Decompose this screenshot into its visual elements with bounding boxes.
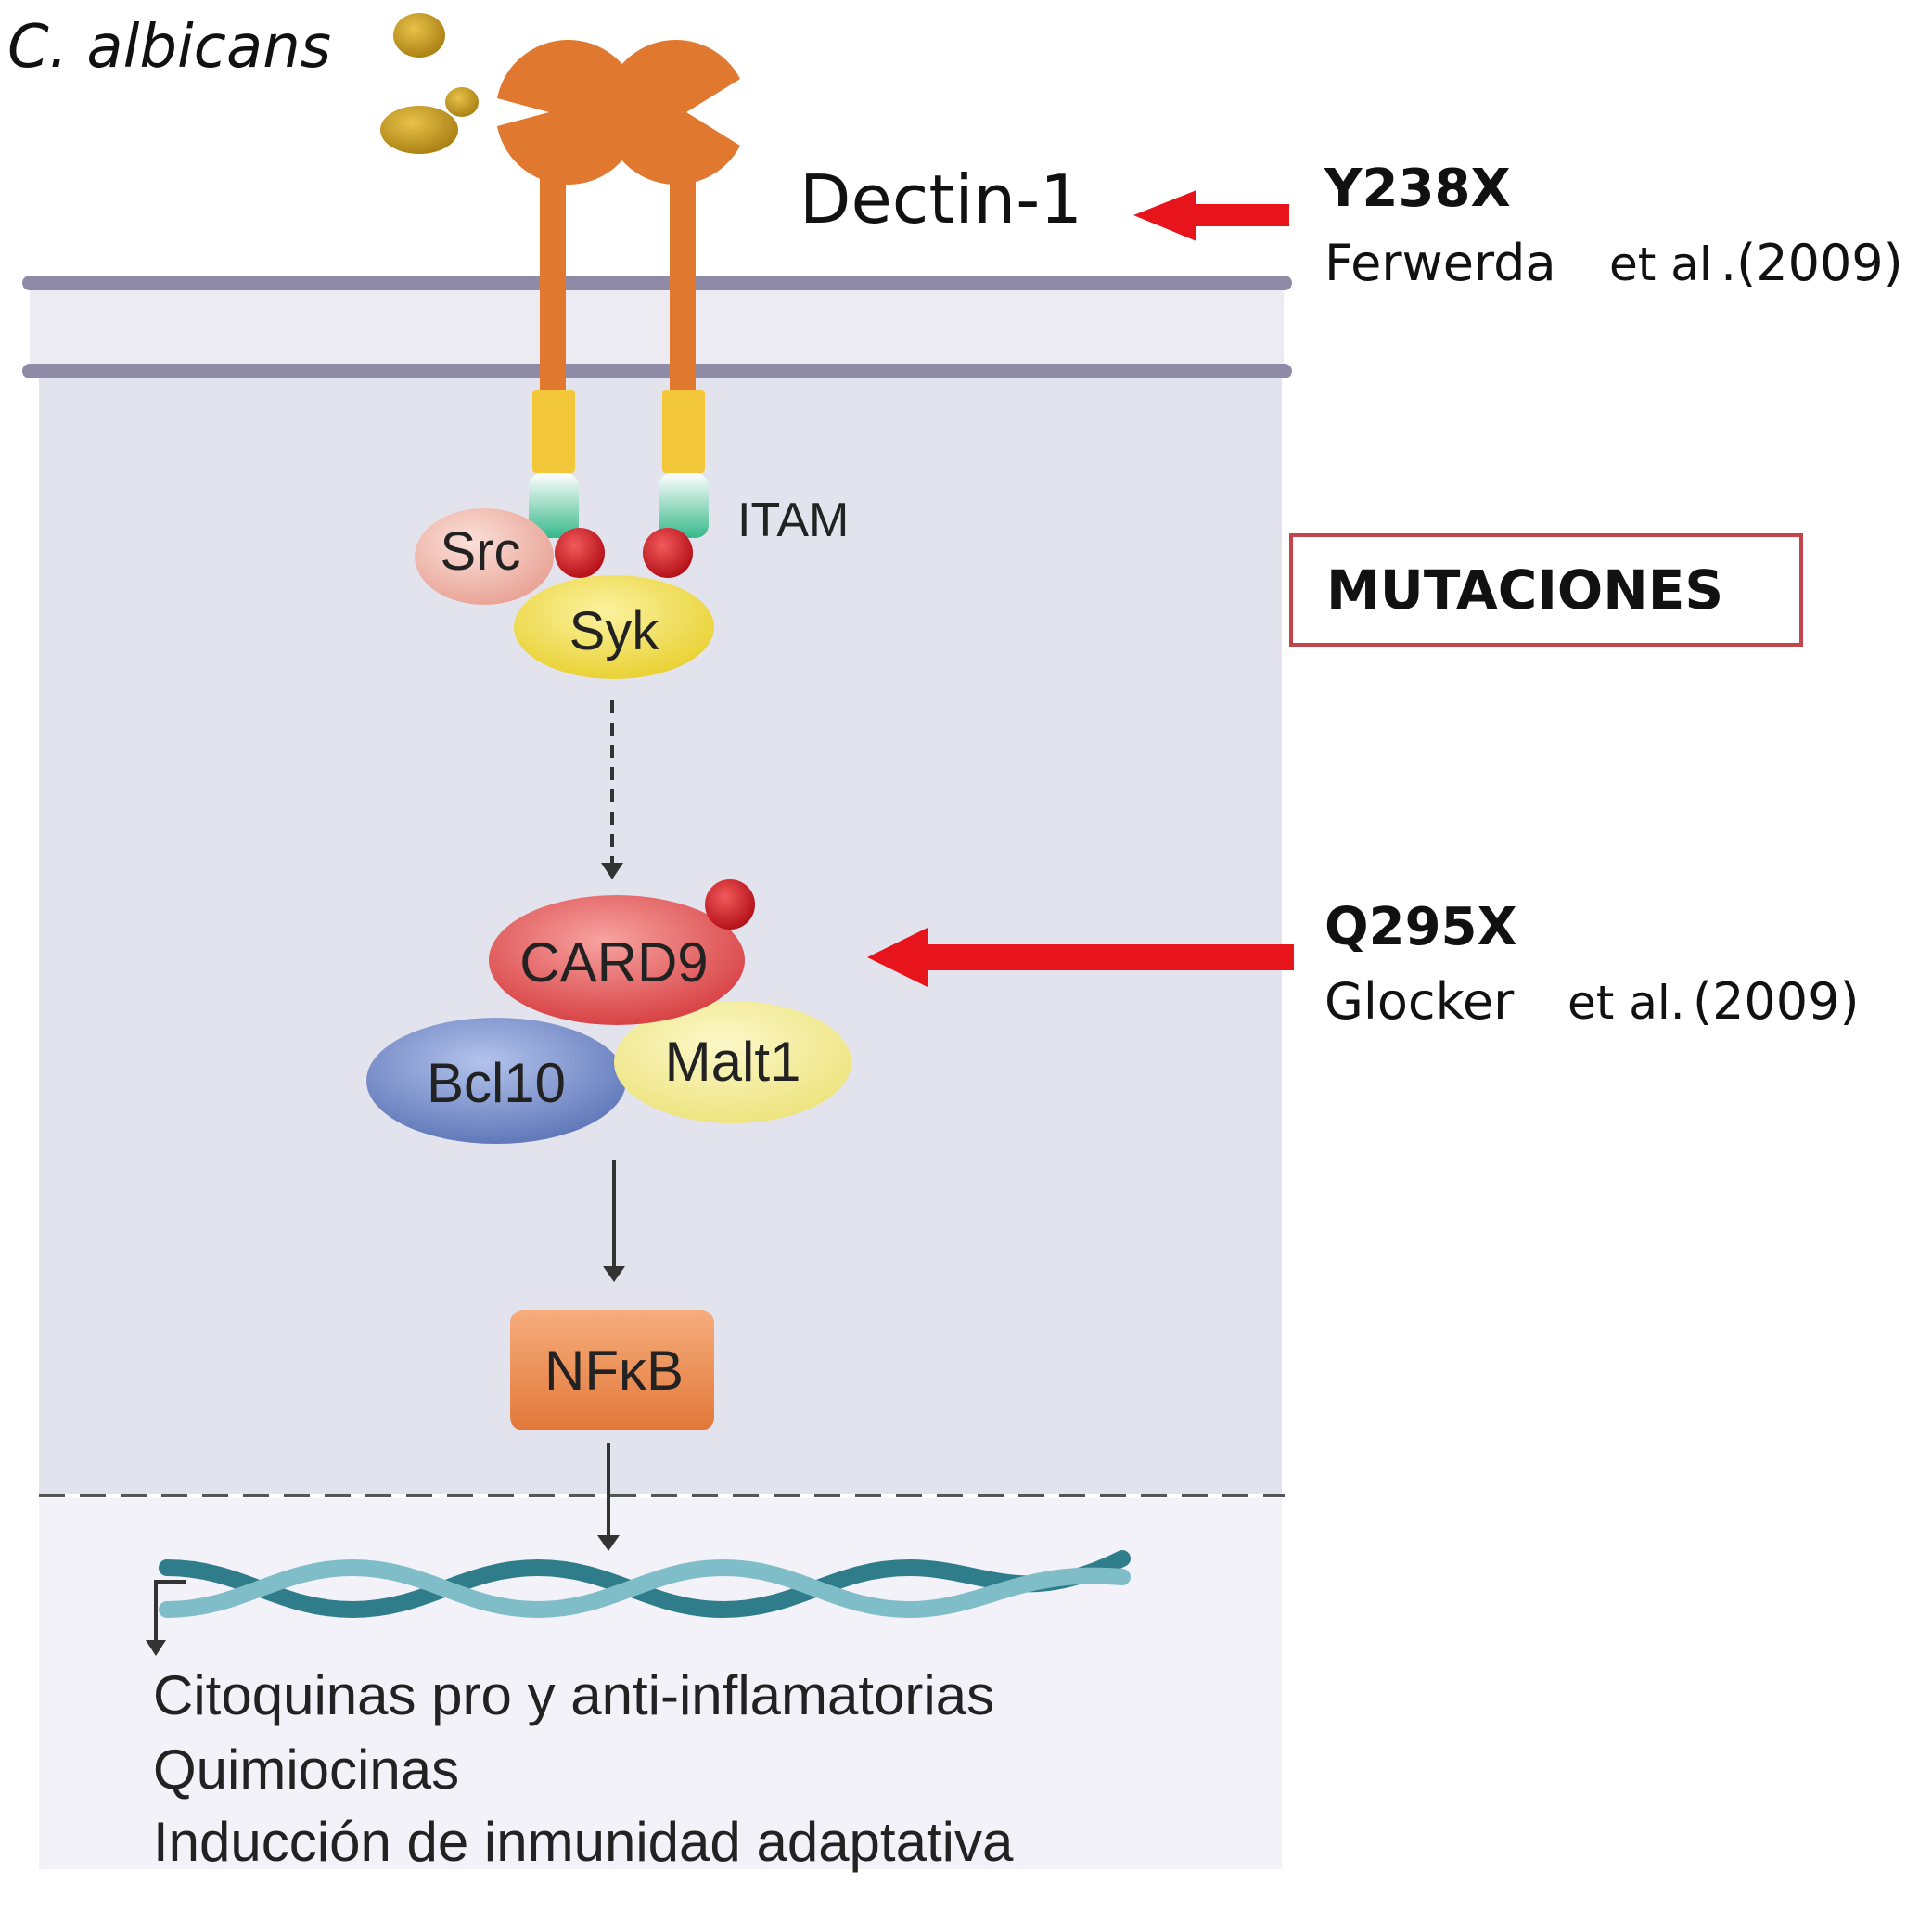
mutation-ref-etal-2: et al. [1567, 976, 1685, 1030]
fungus-particles [380, 13, 479, 154]
mutation-ref-year-1: .(2009) [1721, 234, 1903, 292]
arrow-syk-to-card9 [601, 700, 623, 879]
extracellular-gap [30, 280, 1284, 371]
itam-tail-left [529, 473, 579, 538]
src-label: Src [441, 521, 521, 582]
organism-label: C. albicans [7, 13, 331, 82]
arrow-complex-to-nfkb [603, 1160, 625, 1282]
bcl10-protein [366, 1018, 626, 1144]
syk-protein [514, 575, 714, 679]
src-protein [415, 508, 554, 605]
transcription-arrow [146, 1580, 186, 1656]
phospho-itam-right [643, 528, 693, 578]
mutation-ref-author-1: Ferwerda [1324, 234, 1556, 292]
nfkb-label: NFκB [544, 1340, 684, 1402]
mutation-arrow-card9 [867, 928, 1294, 987]
mutations-box [1289, 533, 1803, 647]
outcome-adaptive-immunity: Inducción de inmunidad adaptativa [153, 1811, 1014, 1873]
dna-helix [159, 1550, 1131, 1619]
card9-protein [489, 895, 745, 1025]
dectin1-receptor [497, 40, 740, 538]
phospho-itam-left [555, 528, 605, 578]
mutation-ref-etal-1: et al [1609, 237, 1712, 291]
mutation-code-y238x: Y238X [1324, 159, 1511, 219]
nucleus-region [39, 1498, 1282, 1869]
outcome-cytokines: Citoquinas pro y anti-inflamatorias [153, 1664, 994, 1726]
syk-label: Syk [569, 601, 660, 661]
itam-tail-right [659, 473, 709, 538]
mutation-arrow-dectin1 [1133, 190, 1289, 241]
mutation-code-q295x: Q295X [1324, 897, 1517, 957]
nfkb-box [510, 1310, 714, 1430]
bcl10-label: Bcl10 [427, 1052, 566, 1114]
receptor-label: Dectin-1 [800, 160, 1082, 238]
outcome-chemokines: Quimiocinas [153, 1738, 459, 1801]
arrow-nfkb-to-dna [597, 1443, 620, 1551]
phospho-card9 [705, 879, 755, 930]
card9-label: CARD9 [519, 931, 708, 994]
mutations-title: MUTACIONES [1326, 558, 1723, 622]
itam-label: ITAM [737, 494, 849, 547]
malt1-protein [614, 1001, 851, 1123]
mutation-ref-author-2: Glocker [1324, 972, 1515, 1031]
malt1-label: Malt1 [665, 1031, 801, 1093]
mutation-ref-year-2: (2009) [1693, 972, 1860, 1031]
